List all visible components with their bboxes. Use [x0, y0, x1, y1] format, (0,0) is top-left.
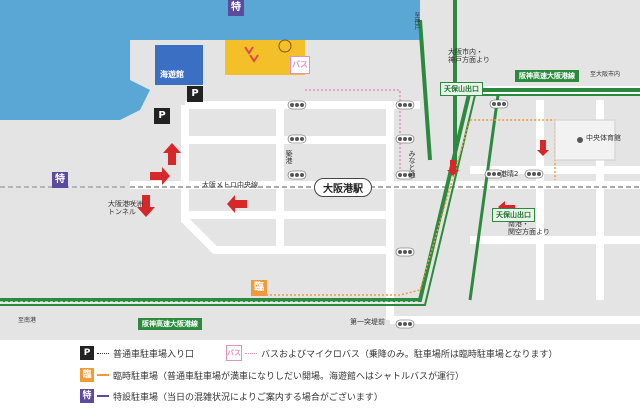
gym-marker: [577, 137, 583, 143]
temporary-parking-marker: 臨: [251, 280, 267, 296]
legend-special-text: 特設駐車場（当日の混雑状況によりご案内する場合がございます）: [113, 392, 383, 403]
from-nanko-label: 南港・ 関空方面より: [508, 220, 550, 237]
highway-label-east: 阪神高速大阪港線: [515, 70, 579, 82]
legend-regular-parking: P 普通車駐車場入り口: [80, 344, 194, 362]
legend-bus: バス バスおよびマイクロバス（乗降のみ。駐車場所は臨時駐車場となります）: [226, 344, 558, 362]
marketplace-logo: [244, 46, 259, 63]
tenpozan-exit-north: 天保山出口: [440, 82, 483, 96]
first-intersection-label: 第一突堤前: [350, 318, 385, 326]
legend-special-icon: 特: [80, 389, 94, 403]
parking-marker-1: P: [187, 86, 203, 102]
legend-temporary-icon: 臨: [80, 368, 94, 382]
kaiyukan-label: 海遊館: [160, 70, 184, 79]
kaiyukan-building: [155, 45, 203, 85]
legend: P 普通車駐車場入り口 バス バスおよびマイクロバス（乗降のみ。駐車場所は臨時駐…: [0, 340, 640, 409]
legend-temporary-text: 臨時駐車場（普通車駐車場が満車になりしだい開場。海遊館へはシャトルバスが運行）: [113, 371, 465, 382]
special-parking-marker-1: 特: [228, 0, 244, 16]
legend-parking-text: 普通車駐車場入り口: [113, 349, 195, 360]
area-map: 特 特 P P 臨 バス 海遊館 大阪港駅 大阪メトロ中央線 大阪港咲洲 トンネ…: [0, 0, 640, 340]
bus-marker: バス: [290, 56, 310, 74]
gym-label: 中央体育館: [586, 134, 621, 142]
parking-marker-2: P: [154, 108, 170, 124]
ramp-nanko: [468, 94, 500, 301]
legend-special-line: [97, 395, 109, 397]
road-minato-label: みなと通: [408, 150, 417, 178]
special-parking-marker-2: 特: [52, 172, 68, 188]
legend-temporary-line: [97, 374, 109, 376]
road-minatomachi-label: 港晴2: [500, 170, 519, 178]
traffic-lights: [287, 99, 544, 329]
legend-parking-icon: P: [80, 346, 94, 360]
to-nanko-label: 至南港: [18, 317, 37, 324]
highway-label-south: 阪神高速大阪港線: [138, 318, 202, 330]
legend-bus-icon: バス: [226, 345, 242, 361]
to-osaka-label: 至大阪市内: [590, 71, 621, 78]
legend-special: 特 特設駐車場（当日の混雑状況によりご案内する場合がございます）: [80, 387, 383, 405]
tunnel-label: 大阪港咲洲 トンネル: [108, 200, 143, 217]
from-osaka-kobe-label: 大阪市内・ 神戸方面より: [448, 48, 490, 65]
gym-building: [554, 119, 616, 161]
metro-line-label: 大阪メトロ中央線: [202, 181, 258, 189]
legend-temporary: 臨 臨時駐車場（普通車駐車場が満車になりしだい開場。海遊館へはシャトルバスが運行…: [80, 366, 464, 384]
road-chikko-label: 築港: [285, 150, 294, 164]
legend-bus-text: バスおよびマイクロバス（乗降のみ。駐車場所は臨時駐車場となります）: [261, 349, 558, 360]
ferris-wheel: [278, 39, 292, 53]
osakako-station: 大阪港駅: [314, 178, 372, 197]
legend-parking-line: [97, 352, 109, 354]
red-arrows: [137, 140, 549, 217]
to-kobe-label: 至神戸: [412, 12, 420, 30]
legend-bus-line: [245, 352, 257, 354]
tenpozan-exit-south: 天保山出口: [492, 208, 535, 222]
map-svg: [0, 0, 640, 340]
